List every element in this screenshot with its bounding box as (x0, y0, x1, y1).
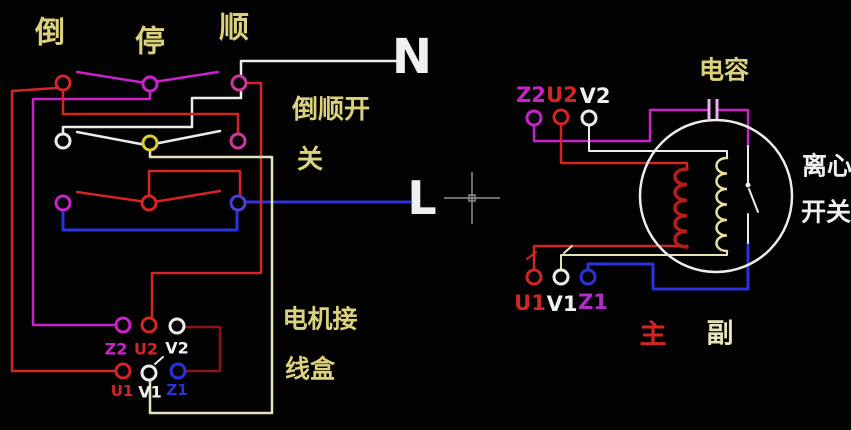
switch-name-line2: 关 (297, 145, 323, 175)
capacitor-to-switch (717, 108, 750, 148)
blade-row3-right (152, 189, 222, 204)
row1r-to-u2 (150, 81, 263, 321)
rightbox-label-z1: Z1 (578, 290, 608, 314)
terminal-leftbox-v1 (140, 364, 158, 382)
terminal-leftbox-u2 (140, 316, 158, 334)
terminal-switch-reverse-right (230, 74, 248, 92)
rightbox-label-v1: V1 (547, 292, 578, 316)
terminal-switch-forward-right (229, 194, 247, 212)
row3m-to-row3r (147, 169, 242, 199)
crosshair-cursor-box (468, 194, 476, 202)
rightbox-label-v2: V2 (580, 84, 611, 108)
main-winding-coil (673, 167, 689, 249)
label-reverse: 倒 (34, 16, 65, 51)
terminal-rightbox-z1 (579, 268, 597, 286)
centrifugal-contact-dot (745, 182, 751, 188)
aux-winding-label: 副 (707, 319, 734, 350)
label-live: L (407, 171, 436, 225)
row1m-to-z2 (31, 89, 152, 327)
n-line (61, 59, 399, 137)
terminal-leftbox-z1 (169, 362, 187, 380)
terminal-rightbox-v1 (552, 268, 570, 286)
blade-row2-right (152, 129, 222, 146)
z1-to-switch-bottom (586, 241, 750, 291)
tick-lb-v1 (154, 356, 164, 365)
u1-to-main-bottom (532, 244, 689, 272)
leftbox-label-v1: V1 (138, 383, 162, 402)
leftbox-label-z2: Z2 (105, 340, 128, 359)
terminal-switch-reverse-left (54, 74, 72, 92)
terminal-rightbox-z2 (525, 109, 543, 127)
terminal-switch-stop-mid (141, 134, 159, 152)
junction-box-line1: 电机接 (282, 305, 357, 334)
leftbox-label-u1: U1 (111, 382, 134, 400)
tick-rb-v1 (563, 245, 573, 254)
junction-box-line2: 线盒 (285, 355, 336, 384)
leftbox-label-v2: V2 (165, 339, 189, 358)
row1l-to-u1 (10, 86, 119, 373)
v2-to-aux-top (588, 125, 728, 159)
rightbox-label-u2: U2 (546, 83, 578, 107)
tick-rb-u1 (526, 251, 537, 260)
leftbox-label-z1: Z1 (166, 381, 187, 399)
motor-body (638, 118, 794, 274)
terminal-switch-reverse-mid (141, 75, 159, 93)
centrifugal-label-line2: 开关 (801, 198, 851, 227)
blade-row2-left (75, 130, 148, 147)
terminal-switch-forward-mid (140, 194, 158, 212)
u2-to-main-top (559, 123, 689, 171)
terminal-rightbox-v2 (580, 109, 598, 127)
terminal-rightbox-u1 (525, 268, 543, 286)
row1l-to-row2r (61, 88, 240, 137)
blade-row3-left (75, 190, 148, 204)
rightbox-label-u1: U1 (514, 291, 546, 315)
rightbox-label-z2: Z2 (516, 83, 546, 107)
terminal-switch-stop-right (229, 132, 247, 150)
terminal-rightbox-u2 (552, 108, 570, 126)
centrifugal-label-line1: 离心 (802, 152, 851, 181)
label-neutral: N (392, 29, 432, 85)
row3-blue-jumper (61, 208, 239, 232)
leftbox-label-u2: U2 (134, 340, 158, 359)
terminal-leftbox-u1 (114, 362, 132, 380)
blade-row1-right (152, 70, 220, 84)
row2m-to-v1 (148, 148, 274, 415)
switch-name-line1: 倒顺开 (291, 95, 370, 125)
v1-to-aux-bottom (560, 250, 728, 271)
z2-to-capacitor (532, 108, 709, 143)
aux-winding-coil (715, 156, 729, 253)
terminal-leftbox-v2 (168, 317, 186, 335)
capacitor-label: 电容 (699, 56, 749, 85)
label-stop: 停 (135, 25, 165, 60)
main-winding-label: 主 (640, 320, 667, 351)
centrifugal-blade (748, 188, 759, 213)
v2-z1-jumper (182, 325, 222, 373)
label-forward: 顺 (219, 11, 249, 46)
blade-row1-left (75, 70, 148, 85)
terminal-leftbox-z2 (114, 316, 132, 334)
terminal-switch-stop-left (54, 132, 72, 150)
terminal-switch-forward-left (54, 194, 72, 212)
